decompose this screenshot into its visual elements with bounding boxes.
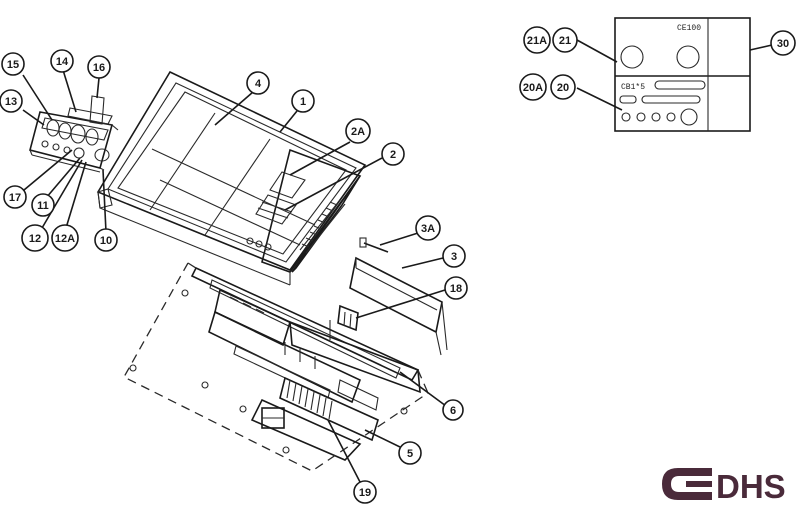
callout-5: 5 — [398, 441, 422, 465]
callout-2A: 2A — [345, 118, 371, 144]
svg-text:17: 17 — [9, 192, 21, 204]
callout-10: 10 — [94, 228, 118, 252]
callout-4: 4 — [246, 71, 270, 95]
svg-text:20: 20 — [557, 82, 569, 94]
leader-lines — [22, 39, 773, 483]
callout-12A: 12A — [51, 224, 79, 252]
callout-12: 12 — [21, 224, 49, 252]
svg-text:3: 3 — [451, 251, 457, 263]
callout-6: 6 — [442, 399, 464, 421]
callout-3: 3 — [442, 244, 466, 268]
dhs-logo: DHS — [662, 468, 786, 505]
svg-text:13: 13 — [5, 96, 17, 108]
base-plate — [123, 262, 429, 472]
callout-18: 18 — [444, 276, 468, 300]
logo-arrow-icon — [662, 468, 712, 500]
svg-text:1: 1 — [300, 96, 306, 108]
svg-text:21A: 21A — [527, 35, 547, 47]
svg-text:2: 2 — [390, 149, 396, 161]
svg-text:12A: 12A — [55, 233, 75, 245]
svg-text:15: 15 — [7, 59, 19, 71]
callout-11: 11 — [31, 193, 55, 217]
svg-text:6: 6 — [450, 405, 456, 417]
svg-text:5: 5 — [407, 448, 413, 460]
logo-text: DHS — [716, 468, 786, 505]
svg-text:4: 4 — [255, 78, 262, 90]
callout-1: 1 — [291, 89, 315, 113]
keypad-keys — [301, 201, 338, 248]
svg-text:18: 18 — [450, 283, 462, 295]
callout-21: 21 — [552, 27, 578, 53]
callout-15: 15 — [1, 52, 25, 76]
terminal-strip — [286, 379, 333, 420]
callout-30: 30 — [770, 30, 796, 56]
terminal-block — [250, 376, 379, 461]
callout-17: 17 — [3, 185, 27, 209]
svg-text:20A: 20A — [523, 82, 543, 94]
callout-20A: 20A — [519, 73, 547, 101]
svg-text:14: 14 — [56, 56, 69, 68]
back-rail — [349, 237, 448, 356]
callout-2: 2 — [381, 142, 405, 166]
callout-19: 19 — [353, 480, 377, 504]
chassis-frame — [190, 266, 421, 404]
callout-20: 20 — [550, 74, 576, 100]
svg-text:16: 16 — [93, 62, 105, 74]
inset-panel: CE100 CB1*5 — [614, 17, 751, 132]
svg-text:2A: 2A — [351, 126, 365, 138]
callout-13: 13 — [0, 89, 23, 113]
callout-16: 16 — [87, 55, 111, 79]
svg-text:12: 12 — [29, 233, 41, 245]
svg-text:19: 19 — [359, 487, 371, 499]
svg-text:30: 30 — [777, 38, 789, 50]
callouts: 15 14 16 13 17 11 12 12A 10 4 1 2A 2 3A … — [0, 26, 796, 504]
callout-3A: 3A — [415, 215, 441, 241]
svg-text:10: 10 — [100, 235, 112, 247]
callout-21A: 21A — [523, 26, 551, 54]
inset-panel-top-text: CE100 — [677, 24, 701, 33]
svg-text:3A: 3A — [421, 223, 435, 235]
svg-text:11: 11 — [37, 200, 49, 212]
console-housing — [96, 70, 367, 286]
control-module — [29, 95, 119, 173]
callout-14: 14 — [50, 49, 74, 73]
inset-panel-bottom-text: CB1*5 — [621, 83, 645, 92]
svg-text:21: 21 — [559, 35, 571, 47]
